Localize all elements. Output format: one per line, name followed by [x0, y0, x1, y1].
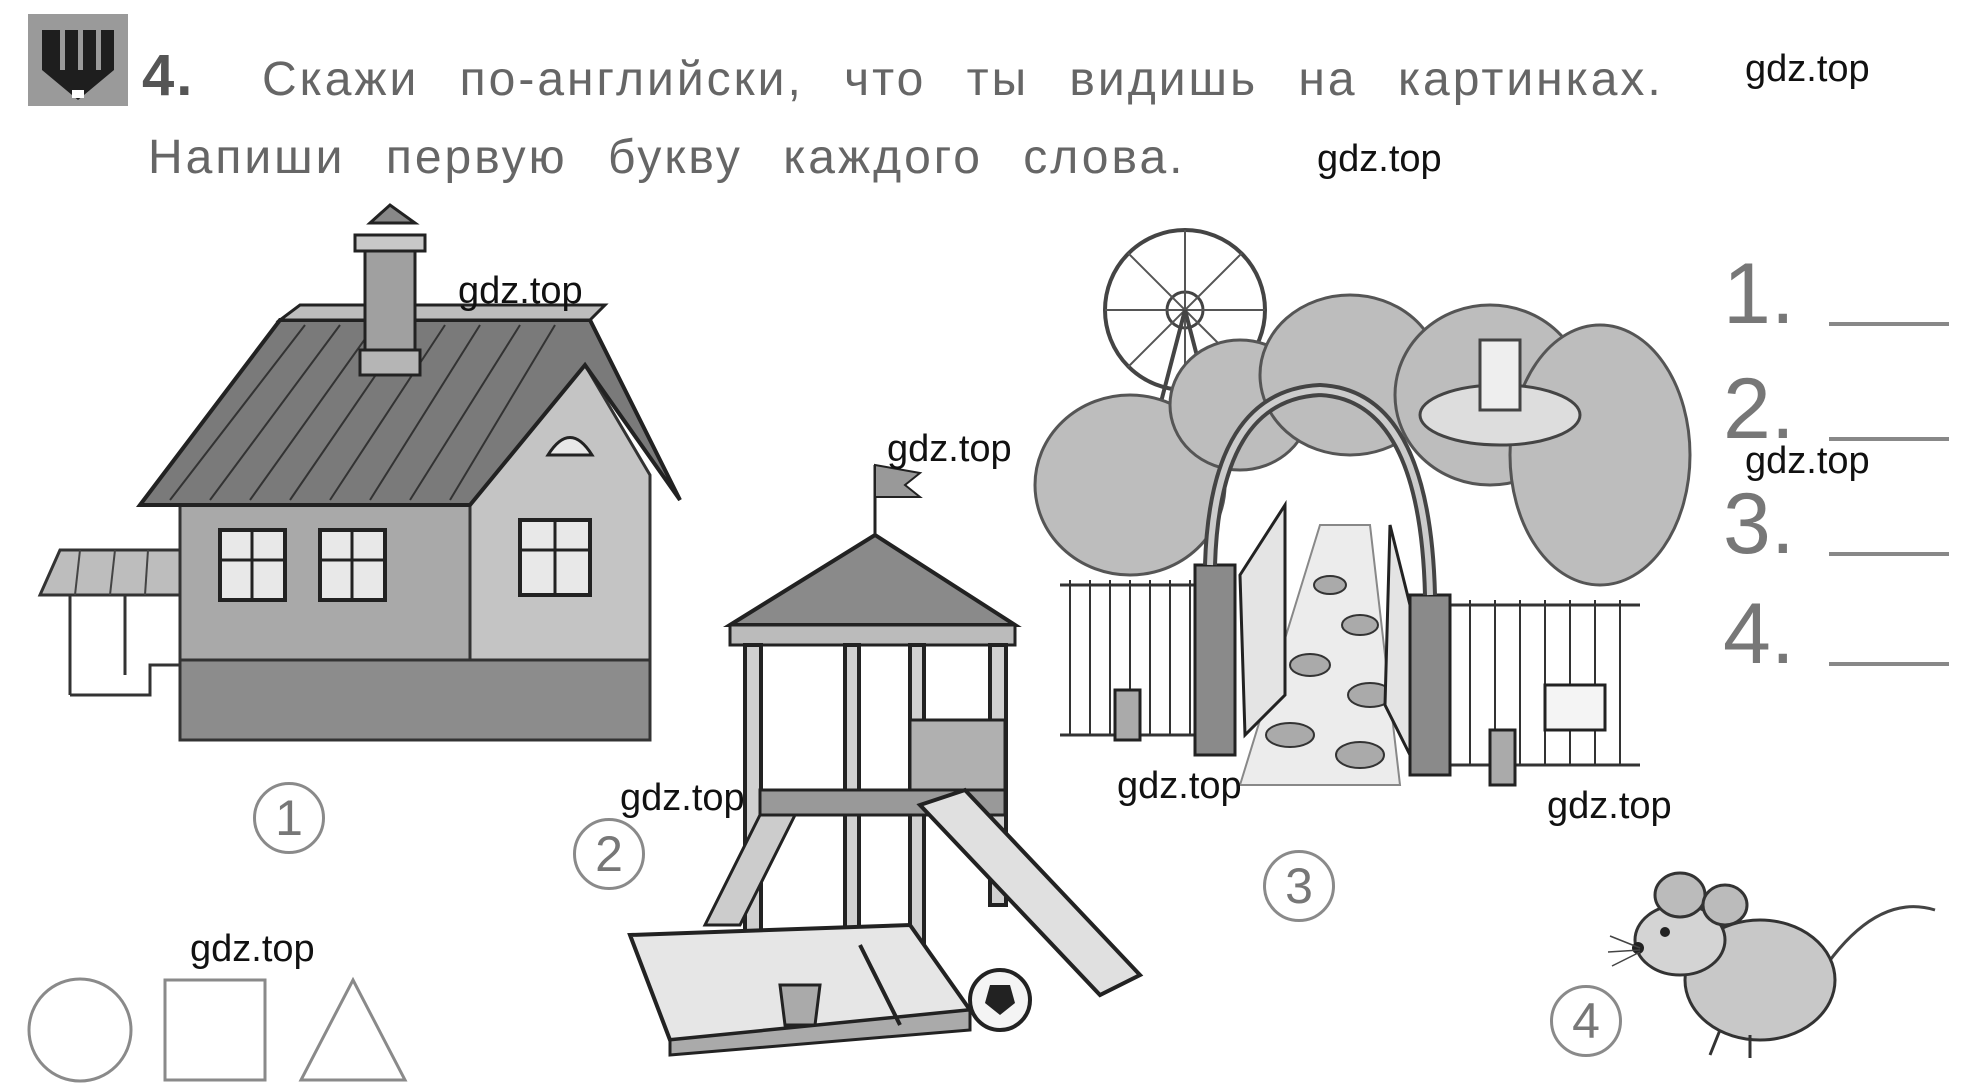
watermark-text: gdz.top — [1317, 138, 1442, 180]
picture-label-2: 2 — [573, 818, 645, 890]
answer-number-2: 2. — [1723, 361, 1795, 457]
square-shape — [163, 978, 267, 1082]
shapes-legend — [27, 976, 408, 1083]
answer-row-4: 4. — [1723, 585, 1949, 684]
watermark-text: gdz.top — [887, 428, 1012, 470]
park-illustration — [1033, 228, 1692, 787]
task-instruction-line-1: Скажи по-английски, что ты видишь на кар… — [262, 53, 1664, 106]
watermark-text: gdz.top — [458, 270, 583, 312]
mouse-illustration — [1607, 871, 1936, 1058]
answer-row-2: 2. — [1723, 360, 1949, 459]
watermark-text: gdz.top — [190, 928, 315, 970]
pencil-task-icon — [28, 14, 128, 106]
task-number: 4. — [142, 43, 195, 108]
watermark-text: gdz.top — [1745, 48, 1870, 90]
watermark-text: gdz.top — [1117, 765, 1242, 807]
picture-label-1: 1 — [253, 782, 325, 854]
answer-number-3: 3. — [1723, 476, 1795, 572]
answer-blank-2[interactable] — [1828, 437, 1949, 441]
picture-label-3: 3 — [1263, 850, 1335, 922]
answer-blank-3[interactable] — [1828, 552, 1949, 556]
answer-number-1: 1. — [1723, 246, 1795, 342]
playground-illustration — [627, 463, 1144, 1057]
watermark-text: gdz.top — [620, 777, 745, 819]
answer-row-3: 3. — [1723, 475, 1949, 574]
house-illustration — [37, 203, 682, 742]
answer-row-1: 1. — [1723, 245, 1949, 344]
watermark-text: gdz.top — [1745, 440, 1870, 482]
watermark-text: gdz.top — [1547, 785, 1672, 827]
answer-blank-1[interactable] — [1828, 322, 1949, 326]
triangle-shape — [298, 976, 408, 1082]
answer-number-4: 4. — [1723, 586, 1795, 682]
circle-shape — [27, 977, 133, 1083]
answer-blank-4[interactable] — [1828, 662, 1949, 666]
picture-label-4: 4 — [1550, 985, 1622, 1057]
task-instruction-line-2: Напиши первую букву каждого слова. — [148, 131, 1186, 184]
